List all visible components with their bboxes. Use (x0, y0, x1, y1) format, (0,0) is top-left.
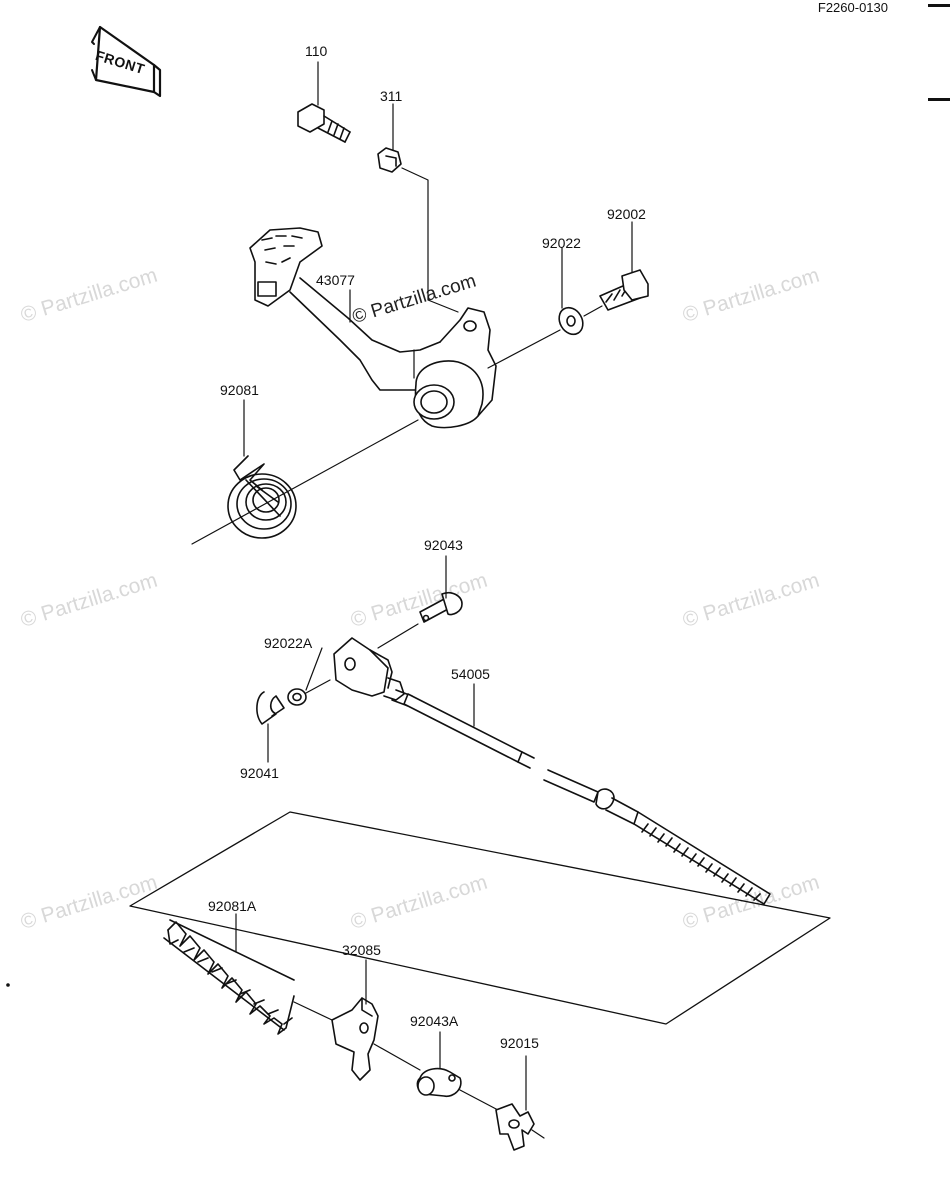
edge-mark-middle (928, 98, 950, 101)
wing-nut-92015-icon (495, 1103, 535, 1151)
callout-92043: 92043 (424, 537, 463, 553)
brake-pedal-43077-icon (249, 227, 497, 429)
callout-32085: 32085 (342, 942, 381, 958)
callout-54005: 54005 (451, 666, 490, 682)
callout-92041: 92041 (240, 765, 279, 781)
callout-92081: 92081 (220, 382, 259, 398)
bolt-110-icon (297, 103, 351, 143)
edge-mark-top (928, 4, 950, 7)
callout-110: 110 (305, 43, 328, 59)
nut-311-icon (377, 147, 402, 173)
clevis-icon (333, 637, 413, 707)
pin-92043-icon (419, 591, 463, 623)
callout-311: 311 (380, 88, 403, 104)
brake-rod-54005-icon (403, 693, 771, 905)
callout-43077: 43077 (316, 272, 355, 288)
callout-92022: 92022 (542, 235, 581, 251)
bolt-92002-icon (599, 269, 649, 311)
callout-92015: 92015 (500, 1035, 539, 1051)
spring-92081-icon (227, 455, 297, 539)
washer-92022A-icon (287, 688, 307, 706)
pin-92043A-icon (416, 1067, 462, 1098)
front-badge-icon (91, 25, 162, 98)
callout-92081A: 92081A (208, 898, 257, 914)
callout-92043A: 92043A (410, 1013, 459, 1029)
figure-code: F2260-0130 (817, 0, 888, 15)
washer-92022-icon (558, 306, 584, 336)
spring-92081A-icon (163, 919, 295, 1035)
clip-92041-icon (256, 691, 285, 725)
bracket-32085-icon (331, 997, 379, 1081)
callout-92022A: 92022A (264, 635, 313, 651)
callout-92002: 92002 (607, 206, 646, 222)
